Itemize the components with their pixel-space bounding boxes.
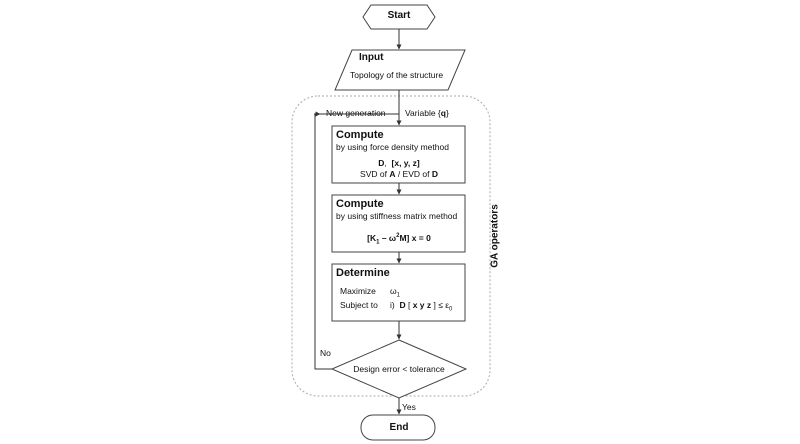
end-terminal bbox=[360, 414, 436, 441]
start-terminal bbox=[362, 4, 436, 30]
stiffness-equation: [K1 – ω2M] x = 0 bbox=[367, 233, 431, 246]
determine-title: Determine bbox=[336, 267, 390, 279]
variable-label: Variable {q} bbox=[405, 108, 449, 118]
compute-fdm-line1: D, [x, y, z] bbox=[378, 158, 420, 168]
end-label: End bbox=[389, 422, 409, 433]
decision-text: Design error < tolerance bbox=[353, 364, 445, 374]
determine-box bbox=[331, 263, 466, 322]
loop-back-connector bbox=[314, 113, 399, 370]
input-parallelogram bbox=[334, 49, 466, 91]
compute-stiffness-method: by using stiffness matrix method bbox=[336, 211, 458, 221]
compute-fdm-line2: SVD of A / EVD of D bbox=[360, 169, 438, 179]
compute-stiffness-box bbox=[331, 194, 466, 253]
yes-label: Yes bbox=[402, 402, 416, 412]
compute-fdm-title: Compute bbox=[336, 129, 384, 141]
input-title: Input bbox=[359, 52, 384, 63]
ga-operators-frame bbox=[291, 95, 491, 397]
maximize-value: ω1 bbox=[390, 286, 400, 299]
compute-fdm-method: by using force density method bbox=[336, 142, 449, 152]
subject-to-label: Subject to bbox=[340, 300, 378, 310]
start-label: Start bbox=[387, 10, 411, 21]
subject-to-value: i) D [ x y z ] ≤ ε0 bbox=[390, 300, 453, 313]
maximize-label: Maximize bbox=[340, 286, 376, 296]
compute-fdm-box bbox=[331, 125, 466, 184]
input-text: Topology of the structure bbox=[350, 70, 444, 80]
new-generation-label: New generation bbox=[326, 108, 386, 118]
ga-operators-label: GA operators bbox=[489, 204, 501, 268]
compute-stiffness-title: Compute bbox=[336, 198, 384, 210]
no-label: No bbox=[320, 348, 331, 358]
